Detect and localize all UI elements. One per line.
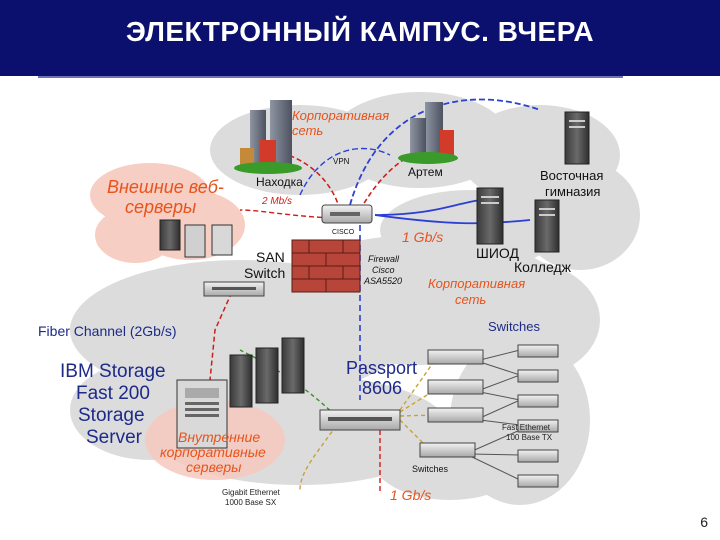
label-switches-top: Switches: [488, 319, 541, 334]
label-speed-2mb: 2 Mb/s: [261, 196, 292, 207]
label-nakhodka: Находка: [256, 175, 303, 189]
label-speed-1gb-bottom: 1 Gb/s: [390, 487, 431, 503]
label-external-web: Внешние веб-серверы: [107, 177, 224, 217]
server-college: [534, 199, 560, 253]
firewall-wall: [291, 239, 361, 293]
ibm-storage-server: [176, 379, 228, 449]
san-switch: [203, 281, 265, 297]
label-college: Колледж: [514, 259, 572, 275]
label-switches-bottom: Switches: [412, 464, 449, 474]
internal-servers: [229, 337, 305, 408]
cisco-router: [321, 204, 373, 224]
label-vpn: VPN: [333, 157, 350, 166]
building-artem: [398, 102, 458, 164]
access-switches: [419, 349, 484, 458]
server-east-gym: [564, 111, 590, 165]
label-cisco: CISCO: [332, 229, 355, 236]
external-web-servers: [159, 219, 233, 258]
fast-ethernet-links: [469, 349, 521, 481]
page-number: 6: [700, 514, 708, 530]
label-shiod: ШИОД: [476, 245, 519, 261]
label-artem: Артем: [408, 165, 443, 179]
label-fiber-channel: Fiber Channel (2Gb/s): [38, 323, 177, 339]
server-shiod: [476, 187, 504, 245]
building-nakhodka: [234, 100, 302, 174]
title-underline: [38, 76, 623, 78]
label-speed-1gb-top: 1 Gb/s: [402, 229, 443, 245]
passport-switch: [319, 409, 401, 431]
title-bar: [0, 0, 720, 76]
workstations: [517, 344, 559, 488]
slide-title: ЭЛЕКТРОННЫЙ КАМПУС. ВЧЕРА: [125, 16, 595, 47]
